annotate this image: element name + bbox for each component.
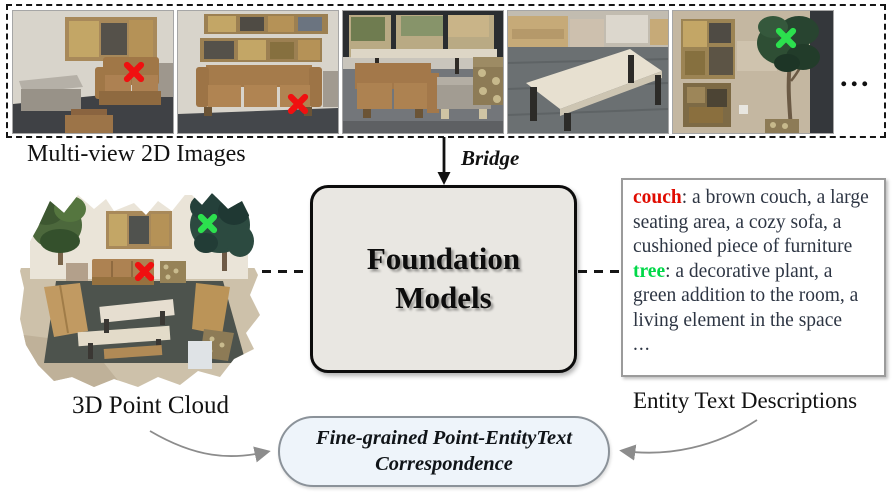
wall-art — [200, 14, 328, 62]
red-x-marker-icon — [134, 261, 155, 282]
green-x-marker-icon — [197, 213, 218, 234]
gray-ottoman — [19, 75, 83, 111]
brown-couch — [196, 65, 322, 116]
thumbnail-three-seat-couch — [177, 10, 339, 134]
couch-description: couch: a brown couch, a large seating ar… — [633, 186, 874, 260]
brown-loveseat — [355, 63, 439, 118]
multiview-images-frame: ... — [6, 4, 886, 138]
wall-art — [106, 211, 172, 249]
red-x-marker-icon — [287, 93, 309, 115]
pointcloud-to-foundation-connector — [246, 270, 308, 273]
foundation-models-box: Foundation Models — [310, 185, 577, 373]
foundation-models-line2: Models — [395, 280, 492, 315]
entity-ellipsis: ... — [633, 334, 651, 356]
three-seat-couch-photo — [178, 11, 338, 133]
correspondence-pill: Fine-grained Point-EntityText Correspond… — [278, 416, 610, 487]
left-couch — [44, 283, 88, 337]
foundation-to-text-connector — [578, 270, 622, 273]
correspondence-line1: Fine-grained Point-EntityText — [315, 426, 573, 449]
image-strip — [12, 10, 834, 134]
entity-text-box: couch: a brown couch, a large seating ar… — [621, 178, 886, 377]
art-and-tree-photo — [673, 11, 833, 133]
thumbnail-art-and-tree — [672, 10, 834, 134]
thumbnail-window-bench — [342, 10, 504, 134]
point-cloud-label: 3D Point Cloud — [72, 392, 229, 419]
right-couch — [192, 283, 230, 335]
entity-term-tree: tree — [633, 260, 666, 282]
couch-corner-photo — [13, 11, 173, 133]
window-bench-photo — [343, 11, 503, 133]
green-x-marker-icon — [775, 27, 797, 49]
pointcloud-to-pill-arrow — [149, 430, 271, 463]
correspondence-line2: Correspondence — [375, 452, 513, 475]
red-x-marker-icon — [123, 61, 145, 83]
long-table — [526, 49, 662, 131]
patterned-armchair — [160, 261, 186, 283]
foundation-models-line1: Foundation — [366, 241, 521, 277]
small-patterned-chair — [765, 119, 799, 133]
couch-description-text: : a brown couch, a large seating area, a… — [633, 187, 869, 258]
bridge-down-arrow-icon — [437, 137, 451, 185]
white-tables-photo — [508, 11, 668, 133]
thumbnail-white-tables — [507, 10, 669, 134]
tree-description-text: : a decorative plant, a green addition t… — [633, 260, 859, 331]
tree-description: tree: a decorative plant, a green additi… — [633, 260, 874, 334]
bridge-label: Bridge — [461, 146, 520, 170]
entity-text-descriptions-label: Entity Text Descriptions — [633, 388, 858, 413]
point-cloud-image — [20, 193, 260, 387]
wall-art — [65, 17, 157, 61]
front-armchair — [65, 109, 113, 133]
entity-term-couch: couch — [633, 187, 682, 208]
more-images-ellipsis: ... — [840, 60, 872, 93]
indoor-tree — [757, 16, 820, 130]
patterned-couch — [473, 57, 503, 105]
entitytext-to-pill-arrow — [619, 419, 758, 461]
brown-couch — [95, 57, 161, 105]
multiview-images-label: Multi-view 2D Images — [27, 141, 246, 167]
thumbnail-couch-corner — [12, 10, 174, 134]
wall-art — [681, 19, 735, 127]
